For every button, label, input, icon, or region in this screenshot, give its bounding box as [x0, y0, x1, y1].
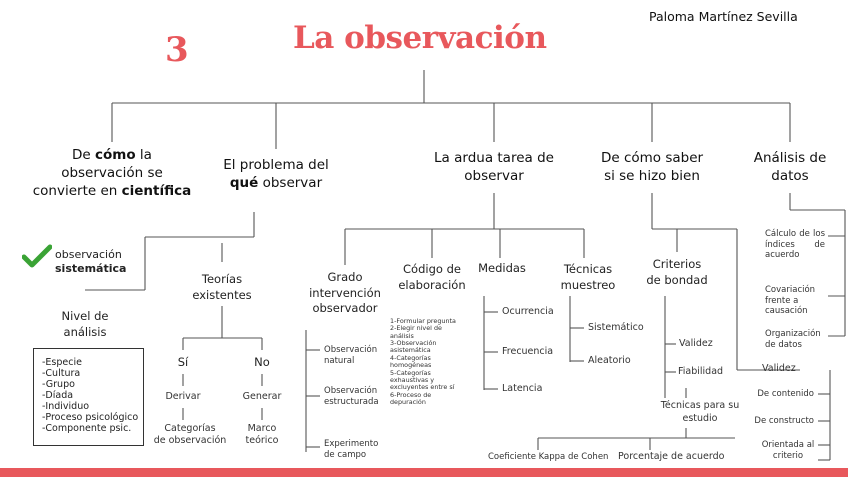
- list-item: -Componente psic.: [42, 423, 132, 434]
- criterios-de-bondad: Criterios de bondad: [646, 257, 708, 288]
- categorias-observacion: Categorías de observación: [153, 423, 227, 447]
- tecnicas-estudio: Técnicas para su estudio: [660, 400, 740, 425]
- observacion-natural: Observación natural: [324, 345, 378, 367]
- experimento-de-campo: Experimento de campo: [324, 439, 379, 461]
- branch-problema: El problema del qué observar: [223, 157, 329, 192]
- checkmark-icon: [22, 244, 52, 268]
- list-item: análisis: [390, 331, 414, 340]
- list-item: -Grupo: [42, 379, 75, 390]
- aleatorio: Aleatorio: [588, 355, 631, 366]
- list-item: homogéneas: [390, 361, 432, 370]
- section-number: 3: [165, 30, 189, 70]
- calculo-indices: Cálculo de los índices de acuerdo: [765, 229, 825, 261]
- sistematico: Sistemático: [588, 322, 644, 333]
- marco-teorico: Marco teórico: [245, 423, 279, 447]
- teorias-existentes: Teorías existentes: [192, 272, 252, 302]
- covariacion-causacion: Covariación frente a causación: [765, 285, 816, 317]
- validez: Validez: [679, 338, 713, 349]
- option-si: Sí: [177, 355, 189, 369]
- list-item: -Díada: [42, 390, 74, 401]
- coeficiente-kappa: Coeficiente Kappa de Cohen: [488, 452, 609, 462]
- frecuencia: Frecuencia: [502, 346, 554, 357]
- validez-criterio: Orientada al criterio: [761, 440, 815, 461]
- derivar: Derivar: [165, 391, 201, 402]
- list-item: excluyentes entre sí: [390, 383, 455, 392]
- list-item: asistemática: [390, 346, 431, 355]
- nivel-analisis-list: -Especie -Cultura -Grupo -Díada -Individ…: [33, 348, 144, 446]
- fiabilidad: Fiabilidad: [678, 366, 724, 377]
- list-item: 6-Proceso de: [390, 390, 432, 399]
- list-item: 5-Categorías: [390, 368, 431, 377]
- branch-como-saber: De cómo saber si se hizo bien: [600, 150, 704, 185]
- medidas: Medidas: [478, 261, 526, 275]
- grado-intervencion: Grado intervención observador: [309, 270, 381, 316]
- observacion-sistematica: observación sistemática: [55, 248, 127, 276]
- list-item: 3-Observación: [390, 339, 437, 348]
- list-item: depuración: [390, 397, 426, 406]
- organizacion-datos: Organización de datos: [765, 329, 821, 350]
- option-no: No: [254, 355, 270, 369]
- branch-cientifica: De cómo la observación se convierte en c…: [32, 147, 192, 200]
- list-item: 2-Elegir nivel de: [390, 324, 442, 333]
- page-title: La observación: [293, 20, 547, 56]
- tecnicas-muestreo: Técnicas muestreo: [560, 262, 616, 292]
- codigo-elaboracion: Código de elaboración: [398, 262, 466, 292]
- list-item: -Especie: [42, 357, 82, 368]
- nivel-de-analisis: Nivel de análisis: [61, 309, 109, 340]
- list-item: -Individuo: [42, 401, 90, 412]
- list-item: -Cultura: [42, 368, 81, 379]
- list-item: -Proceso psicológico: [42, 412, 139, 423]
- author-name: Paloma Martínez Sevilla: [649, 9, 798, 24]
- validez-contenido: De contenido: [757, 389, 814, 399]
- codigo-steps-list: 1-Formular pregunta 2-Elegir nivel de an…: [390, 317, 468, 406]
- validez-constructo: De constructo: [754, 416, 814, 426]
- porcentaje-acuerdo: Porcentaje de acuerdo: [618, 451, 725, 462]
- ocurrencia: Ocurrencia: [502, 306, 554, 317]
- list-item: 4-Categorías: [390, 353, 431, 362]
- list-item: 1-Formular pregunta: [390, 317, 456, 325]
- branch-analisis-datos: Análisis de datos: [753, 150, 827, 185]
- generar: Generar: [242, 391, 282, 402]
- list-item: exhaustivas y: [390, 375, 435, 384]
- latencia: Latencia: [502, 383, 543, 394]
- observacion-estructurada: Observación estructurada: [324, 386, 379, 408]
- validez-tipos: Validez: [762, 363, 796, 374]
- branch-ardua-tarea: La ardua tarea de observar: [434, 150, 554, 185]
- bottom-accent-bar: [0, 468, 848, 477]
